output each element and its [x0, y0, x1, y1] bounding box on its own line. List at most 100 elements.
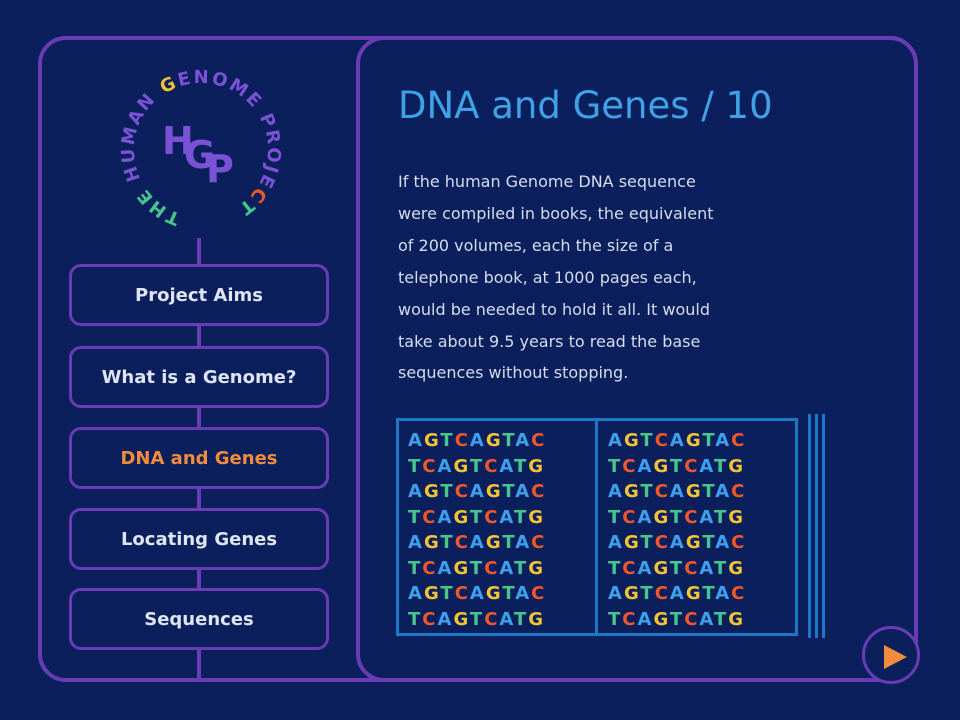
dna-base: C	[684, 608, 700, 630]
body-line: If the human Genome DNA sequence	[398, 172, 696, 191]
dna-base: A	[637, 455, 654, 477]
dna-base: T	[713, 506, 729, 528]
dna-base: C	[484, 608, 500, 630]
dna-row: AGTCAGTAC	[608, 428, 746, 454]
dna-base: T	[640, 583, 655, 604]
dna-base: C	[454, 430, 470, 451]
dna-base: T	[513, 608, 529, 630]
dna-base: G	[728, 557, 746, 579]
dna-base: T	[408, 557, 423, 579]
dna-base: A	[608, 430, 624, 451]
dna-base: G	[528, 608, 546, 630]
dna-row: TCAGTCATG	[608, 505, 746, 531]
dna-base: C	[422, 557, 438, 579]
body-line: sequences without stopping.	[398, 363, 629, 383]
dna-base: A	[515, 583, 532, 604]
dna-base: A	[408, 481, 424, 502]
dna-base: T	[713, 455, 729, 477]
dna-base: A	[669, 583, 686, 604]
dna-base: G	[653, 608, 670, 630]
dna-base: T	[608, 455, 623, 477]
body-line: would be needed to hold it all. It would	[398, 299, 710, 319]
dna-base: T	[669, 608, 685, 630]
dna-base: T	[513, 455, 529, 477]
dna-base: A	[469, 430, 486, 451]
dna-base: T	[440, 532, 455, 553]
dna-base: G	[485, 532, 503, 553]
dna-base: G	[485, 430, 503, 451]
dna-base: G	[423, 430, 441, 451]
dna-base: A	[437, 455, 454, 477]
dna-base: A	[469, 583, 486, 604]
dna-base: C	[531, 481, 547, 502]
dna-base: A	[499, 557, 514, 579]
book-page-edge	[822, 414, 825, 638]
nav-button-project-aims[interactable]: Project Aims	[69, 264, 329, 326]
dna-base: T	[640, 532, 655, 553]
dna-base: C	[484, 557, 500, 579]
book-page-edge	[808, 414, 811, 638]
dna-base: A	[699, 557, 714, 579]
dna-row: TCAGTCATG	[608, 454, 746, 480]
nav-button-dna-and-genes[interactable]: DNA and Genes	[69, 427, 329, 489]
dna-base: G	[623, 481, 641, 502]
dna-base: T	[408, 506, 423, 528]
dna-row: TCAGTCATG	[408, 556, 546, 582]
dna-base: C	[454, 481, 470, 502]
dna-base: T	[713, 557, 729, 579]
dna-base: C	[731, 481, 747, 502]
dna-base: T	[513, 506, 529, 528]
dna-base: C	[731, 532, 747, 553]
dna-row: AGTCAGTAC	[408, 428, 546, 454]
dna-base: A	[669, 481, 686, 502]
dna-base: T	[502, 430, 516, 451]
dna-row: TCAGTCATG	[408, 607, 546, 633]
dna-base: A	[637, 608, 654, 630]
dna-base: G	[423, 532, 441, 553]
dna-base: C	[622, 506, 638, 528]
dna-base: T	[469, 506, 485, 528]
dna-base: A	[469, 481, 486, 502]
dna-base: C	[422, 608, 438, 630]
dna-base: A	[669, 430, 686, 451]
dna-base: A	[669, 532, 686, 553]
dna-base: A	[437, 506, 454, 528]
dna-base: C	[684, 557, 700, 579]
dna-base: G	[653, 557, 670, 579]
dna-base: A	[515, 430, 532, 451]
dna-base: A	[608, 583, 624, 604]
dna-base: A	[408, 532, 424, 553]
dna-base: C	[684, 506, 700, 528]
nav-button-what-is-a-genome[interactable]: What is a Genome?	[69, 346, 329, 408]
dna-base: T	[608, 557, 623, 579]
dna-row: AGTCAGTAC	[408, 530, 546, 556]
page-title: DNA and Genes / 10	[398, 84, 773, 127]
logo-monogram: H G P	[162, 119, 234, 191]
body-line: of 200 volumes, each the size of a	[398, 235, 674, 255]
dna-base: T	[640, 481, 655, 502]
dna-base: G	[453, 557, 470, 579]
nav-button-sequences[interactable]: Sequences	[69, 588, 329, 650]
dna-base: A	[499, 608, 514, 630]
dna-base: G	[653, 455, 670, 477]
dna-base: C	[454, 532, 470, 553]
dna-base: A	[608, 481, 624, 502]
dna-row: AGTCAGTAC	[408, 479, 546, 505]
dna-base: A	[515, 532, 532, 553]
dna-row: TCAGTCATG	[608, 607, 746, 633]
dna-base: G	[528, 455, 546, 477]
svg-text:H: H	[162, 119, 194, 163]
nav-button-locating-genes[interactable]: Locating Genes	[69, 508, 329, 570]
dna-base: T	[440, 481, 455, 502]
dna-base: A	[637, 557, 654, 579]
dna-base: C	[422, 455, 438, 477]
dna-base: G	[528, 506, 546, 528]
next-button[interactable]	[862, 626, 920, 684]
dna-base: C	[654, 481, 670, 502]
dna-base: A	[608, 532, 624, 553]
dna-base: G	[423, 583, 441, 604]
dna-row: AGTCAGTAC	[408, 581, 546, 607]
